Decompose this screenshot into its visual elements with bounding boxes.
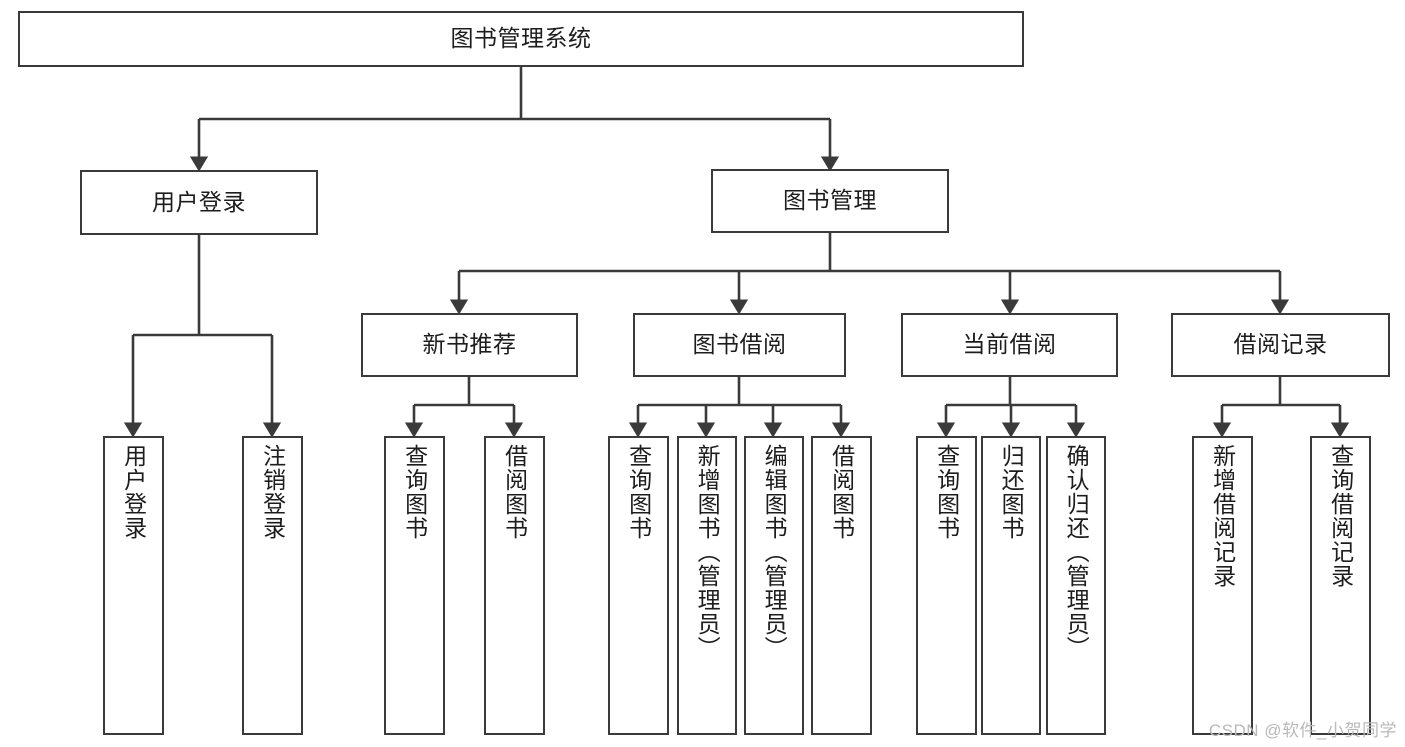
node-label: 新增图书（管理员） bbox=[694, 444, 721, 660]
node-current-borrow[interactable]: 当前借阅 bbox=[901, 313, 1118, 377]
leaf-return-book[interactable]: 归还图书 bbox=[981, 436, 1041, 735]
node-label: 查询图书 bbox=[401, 444, 428, 540]
leaf-query-book-borrow[interactable]: 查询图书 bbox=[608, 436, 669, 735]
node-label: 图书借阅 bbox=[692, 331, 787, 358]
node-new-book-recommend[interactable]: 新书推荐 bbox=[361, 313, 578, 377]
node-label: 查询借阅记录 bbox=[1327, 444, 1354, 588]
node-label: 借阅图书 bbox=[828, 444, 855, 540]
csdn-watermark: CSDN @软件_小贺同学 bbox=[1208, 721, 1397, 740]
leaf-logout-login[interactable]: 注销登录 bbox=[242, 436, 303, 735]
node-label: 编辑图书（管理员） bbox=[761, 444, 788, 660]
node-label: 图书管理系统 bbox=[450, 25, 592, 52]
node-book-borrow[interactable]: 图书借阅 bbox=[633, 313, 846, 377]
node-label: 借阅记录 bbox=[1233, 331, 1328, 358]
node-label: 查询图书 bbox=[625, 444, 652, 540]
leaf-add-borrow-record[interactable]: 新增借阅记录 bbox=[1192, 436, 1253, 735]
node-label: 用户登录 bbox=[120, 444, 147, 540]
node-label: 新书推荐 bbox=[422, 331, 517, 358]
node-user-login[interactable]: 用户登录 bbox=[80, 170, 318, 235]
node-label: 图书管理 bbox=[783, 187, 877, 214]
node-borrow-record[interactable]: 借阅记录 bbox=[1171, 313, 1390, 377]
leaf-user-login[interactable]: 用户登录 bbox=[103, 436, 164, 735]
leaf-confirm-return-admin[interactable]: 确认归还（管理员） bbox=[1046, 436, 1106, 735]
node-label: 归还图书 bbox=[998, 444, 1025, 540]
leaf-query-borrow-record[interactable]: 查询借阅记录 bbox=[1310, 436, 1371, 735]
node-label: 确认归还（管理员） bbox=[1063, 444, 1090, 660]
node-label: 新增借阅记录 bbox=[1209, 444, 1236, 588]
node-label: 当前借阅 bbox=[962, 331, 1057, 358]
leaf-query-book-current[interactable]: 查询图书 bbox=[916, 436, 977, 735]
node-label: 用户登录 bbox=[152, 188, 246, 215]
node-label: 查询图书 bbox=[933, 444, 960, 540]
leaf-borrow-book-recommend[interactable]: 借阅图书 bbox=[484, 436, 545, 735]
leaf-borrow-book[interactable]: 借阅图书 bbox=[811, 436, 872, 735]
node-label: 借阅图书 bbox=[501, 444, 528, 540]
leaf-add-book-admin[interactable]: 新增图书（管理员） bbox=[677, 436, 737, 735]
leaf-edit-book-admin[interactable]: 编辑图书（管理员） bbox=[744, 436, 804, 735]
node-label: 注销登录 bbox=[259, 444, 286, 540]
leaf-query-book-recommend[interactable]: 查询图书 bbox=[384, 436, 445, 735]
node-book-management[interactable]: 图书管理 bbox=[711, 169, 949, 233]
node-root-book-management-system[interactable]: 图书管理系统 bbox=[18, 11, 1024, 67]
